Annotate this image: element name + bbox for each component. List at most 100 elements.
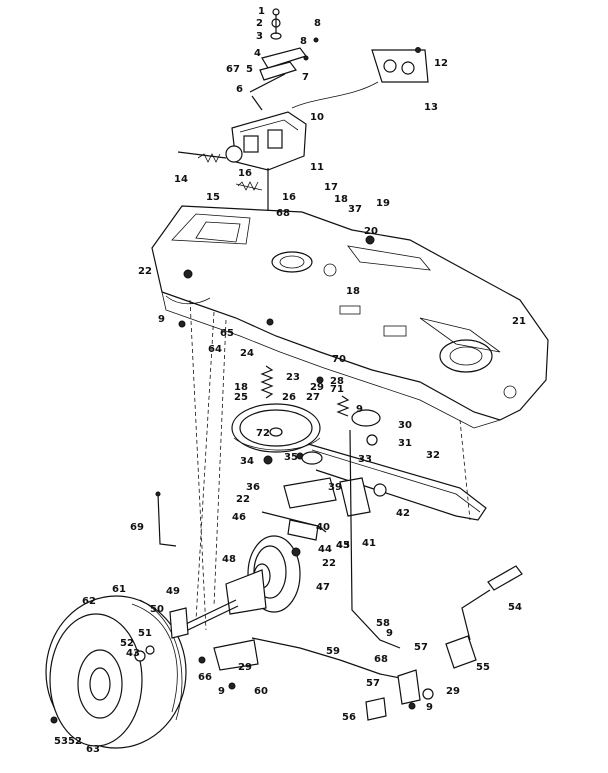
part-label: 22 [236,494,250,505]
part-label: 66 [198,672,212,683]
part-label: 13 [424,102,438,113]
part-label: 18 [334,194,348,205]
part-label: 68 [276,208,290,219]
part-label: 65 [220,328,234,339]
part-label: 9 [356,404,363,415]
part-label: 22 [322,558,336,569]
part-label: 6 [236,84,243,95]
part-label: 43 [336,540,350,551]
part-label: 72 [256,428,270,439]
part-label: 30 [398,420,412,431]
part-label: 64 [208,344,222,355]
part-label: 70 [332,354,346,365]
part-label: 1 [258,6,265,17]
part-label: 43 [126,648,140,659]
part-label: 50 [150,604,164,615]
part-label: 63 [86,744,100,755]
part-label: 28 [330,376,344,387]
part-label: 71 [330,384,344,395]
part-label: 61 [112,584,126,595]
part-label: 51 [138,628,152,639]
part-label: 18 [234,382,248,393]
linkage-cluster [261,409,387,541]
part-label: 56 [342,712,356,723]
part-label: 68 [374,654,388,665]
part-label: 54 [508,602,522,613]
part-label: 41 [362,538,376,549]
part-label: 37 [348,204,362,215]
part-label: 12 [434,58,448,69]
part-label: 59 [326,646,340,657]
axle-bracket [134,607,189,662]
part-label: 69 [130,522,144,533]
part-label: 52 [68,736,82,747]
part-label: 46 [232,512,246,523]
part-label: 35 [284,452,298,463]
part-label: 57 [366,678,380,689]
brake-disc [225,535,301,615]
part-label: 29 [310,382,324,393]
part-label: 52 [120,638,134,649]
part-label: 25 [234,392,248,403]
part-label: 40 [316,522,330,533]
control-rod-69 [155,491,177,547]
part-label: 34 [240,456,254,467]
part-label: 11 [310,162,324,173]
part-label: 47 [316,582,330,593]
part-label: 8 [314,18,321,29]
part-label: 17 [324,182,338,193]
part-label: 7 [302,72,309,83]
part-label: 9 [218,686,225,697]
part-label: 15 [206,192,220,203]
main-frame [151,205,549,429]
plate-13 [291,47,429,109]
part-label: 67 [226,64,240,75]
part-label: 33 [358,454,372,465]
part-label: 27 [306,392,320,403]
part-label: 57 [414,642,428,653]
drive-belt [307,443,487,521]
part-label: 9 [386,628,393,639]
part-label: 23 [286,372,300,383]
transaxle [177,111,307,238]
part-label: 22 [138,266,152,277]
part-label: 53 [54,736,68,747]
part-label: 2 [256,18,263,29]
part-label: 60 [254,686,268,697]
part-label: 49 [166,586,180,597]
part-label: 26 [282,392,296,403]
part-label: 18 [346,286,360,297]
part-label: 36 [246,482,260,493]
part-label: 10 [310,112,324,123]
part-label: 62 [82,596,96,607]
part-label: 29 [238,662,252,673]
phantom-lines [189,299,471,631]
part-labels: 1234566778810111213141516161718376819201… [54,6,526,755]
part-label: 14 [174,174,188,185]
part-label: 42 [396,508,410,519]
part-label: 19 [376,198,390,209]
part-label: 20 [364,226,378,237]
part-label: 39 [328,482,342,493]
shift-rod [213,429,411,681]
part-label: 32 [426,450,440,461]
part-label: 44 [318,544,332,555]
top-hardware-stack [249,8,319,111]
part-label: 4 [254,48,261,59]
part-label: 21 [512,316,526,327]
part-label: 9 [158,314,165,325]
drive-pulley [231,403,321,453]
wheel [45,595,187,749]
shift-lever [365,565,523,721]
part-label: 48 [222,554,236,565]
part-label: 58 [376,618,390,629]
part-label: 3 [256,31,263,42]
part-label: 16 [282,192,296,203]
part-label: 24 [240,348,254,359]
part-label: 8 [300,36,307,47]
part-label: 29 [446,686,460,697]
part-label: 31 [398,438,412,449]
part-label: 45 [336,540,350,551]
